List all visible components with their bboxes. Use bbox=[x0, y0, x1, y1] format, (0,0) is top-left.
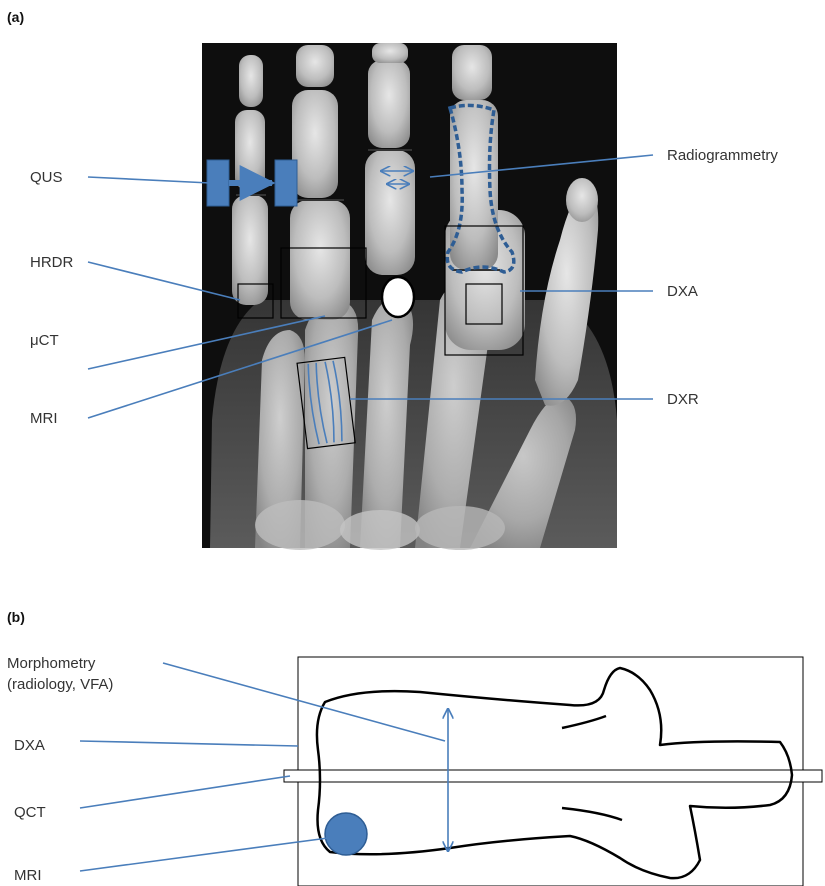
label-dxa-a: DXA bbox=[667, 283, 698, 300]
label-dxa-b: DXA bbox=[14, 737, 45, 754]
label-morphometry-line1: Morphometry bbox=[7, 655, 96, 672]
panel-a-tag: (a) bbox=[7, 9, 24, 25]
label-morphometry-line2: (radiology, VFA) bbox=[7, 676, 113, 693]
mri-roi-ellipse bbox=[382, 277, 414, 317]
leader-qct bbox=[80, 776, 290, 808]
qct-slice bbox=[284, 770, 822, 782]
label-mri-a: MRI bbox=[30, 410, 58, 427]
label-qus: QUS bbox=[30, 169, 63, 186]
leader-mri-b bbox=[80, 838, 328, 871]
label-mri-b: MRI bbox=[14, 867, 42, 884]
qus-transducer-left bbox=[207, 160, 229, 206]
label-radiogrammetry: Radiogrammetry bbox=[667, 147, 778, 164]
qus-transducer-right bbox=[275, 160, 297, 206]
leader-qus bbox=[88, 177, 210, 183]
vertebra-lamina-lower bbox=[562, 808, 622, 820]
label-hrdr: HRDR bbox=[30, 254, 73, 271]
label-dxr: DXR bbox=[667, 391, 699, 408]
leader-morphometry bbox=[163, 663, 445, 741]
mri-roi-circle bbox=[325, 813, 367, 855]
label-uct: μCT bbox=[30, 332, 59, 349]
vertebra-lamina-upper bbox=[562, 716, 606, 728]
leader-dxa-b bbox=[80, 741, 298, 746]
panel-b-tag: (b) bbox=[7, 609, 25, 625]
label-qct: QCT bbox=[14, 804, 46, 821]
